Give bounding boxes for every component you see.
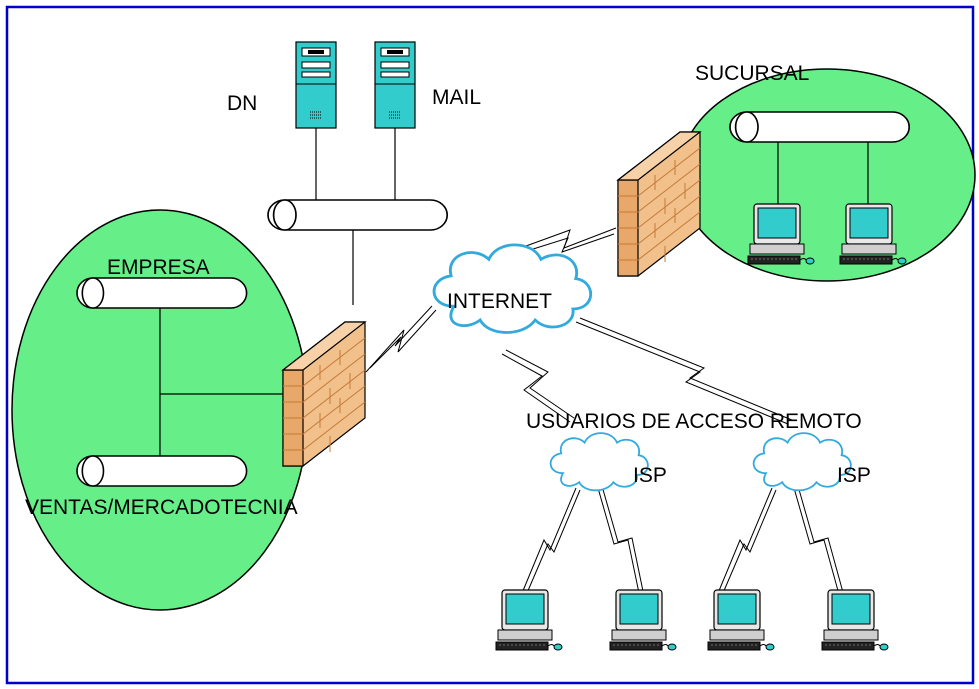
network-bus-cylinder-icon [76,455,248,487]
lightning-link-icon [519,487,581,601]
isp-right-label: ISP [837,464,871,487]
dn-label: DN [227,92,257,115]
sucursal-zone [678,68,976,282]
isp-left-label: ISP [633,464,667,487]
lightning-link-icon [501,349,575,423]
brick-wall-firewall-icon [281,321,367,467]
brick-wall-firewall-icon [616,131,702,277]
remote-users-label: USUARIOS DE ACCESO REMOTO [526,410,862,433]
ventas-label: VENTAS/MERCADOTECNIA [25,496,298,519]
lightning-link-icon [525,227,617,253]
mail-label: MAIL [432,86,481,109]
lightning-link-icon [575,317,793,425]
lightning-link-icon [715,487,777,601]
cloud-icon [432,243,593,334]
lightning-link-icon [793,485,845,599]
empresa-label: EMPRESA [107,256,210,279]
lightning-link-icon [597,485,645,599]
lightning-link-icon [365,305,437,373]
internet-label: INTERNET [447,290,552,313]
network-bus-cylinder-icon [76,277,248,309]
network-bus-cylinder-icon [729,111,911,143]
server-tower-icon [374,41,416,129]
sucursal-label: SUCURSAL [695,62,809,85]
network-bus-cylinder-icon [267,199,449,231]
server-tower-icon [295,41,337,129]
